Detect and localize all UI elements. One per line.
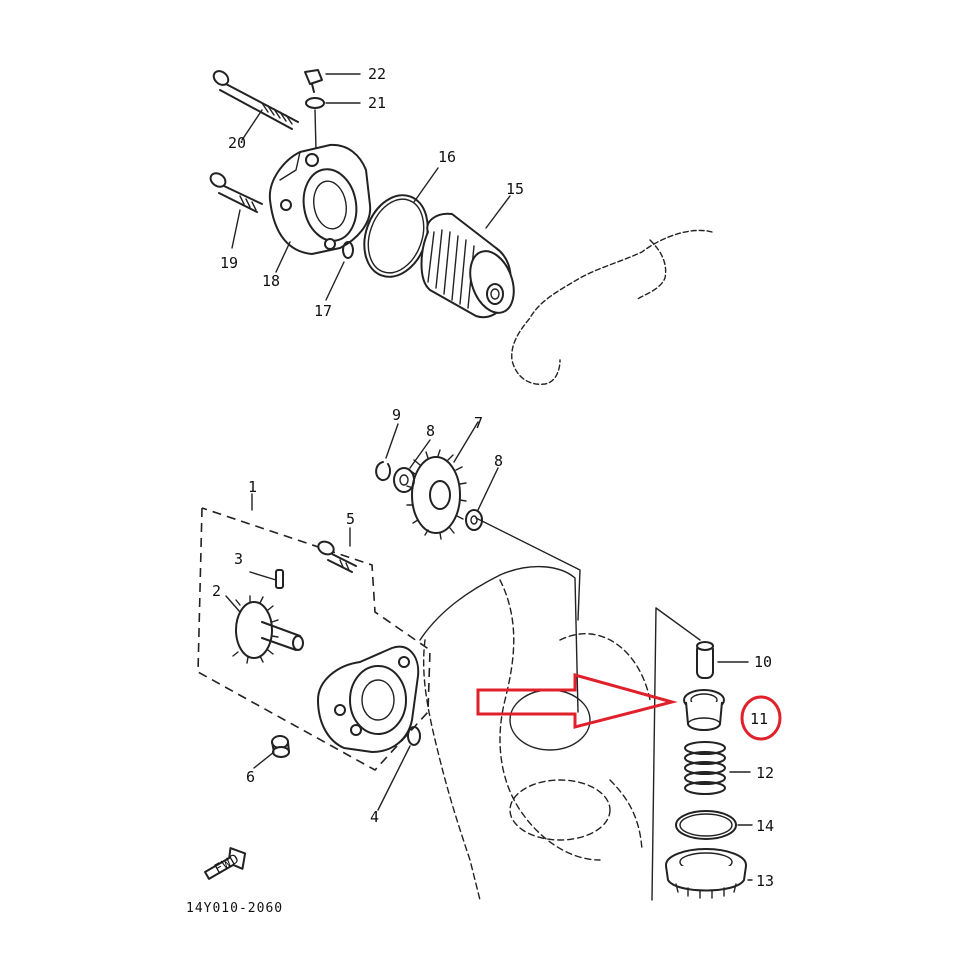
oil-filter-assembly: [209, 69, 713, 385]
leader-15: [485, 195, 511, 229]
label-part-8a: 8: [426, 422, 435, 440]
label-part-4: 4: [370, 808, 379, 826]
engine-case-outline-top-2: [635, 239, 667, 301]
label-part-10: 10: [754, 653, 772, 671]
leader-18: [275, 241, 291, 273]
plunger-10: [696, 641, 714, 679]
filter-cover-18: [268, 143, 372, 255]
forward-direction-badge: FWD: [204, 847, 247, 880]
o-ring-4: [407, 726, 421, 746]
oil-pump-assembly: FWD: [197, 421, 753, 901]
pump-body: [317, 645, 420, 753]
label-part-13: 13: [756, 872, 774, 890]
part-labels: 22 21 20 16 15 19 18 17 9 8 7 8 1 5 3 2 …: [186, 65, 774, 916]
valve-seat-11: [683, 689, 725, 731]
bolt-19: [209, 172, 263, 213]
label-part-22: 22: [368, 65, 386, 83]
gear-7: [406, 449, 467, 540]
plug-13: [665, 848, 747, 899]
label-part-5: 5: [346, 510, 355, 528]
washer-8-right: [465, 509, 483, 531]
label-part-7: 7: [474, 414, 483, 432]
gear-2: [232, 595, 304, 664]
highlight-annotation: [476, 673, 782, 741]
label-part-9: 9: [392, 406, 401, 424]
circlip-9: [375, 461, 391, 482]
label-part-1: 1: [248, 478, 257, 496]
drawing-code: 14Y010-2060: [186, 901, 283, 916]
leader-20: [241, 109, 263, 141]
label-part-18: 18: [262, 272, 280, 290]
washer-8-left: [393, 467, 415, 493]
leader-16: [413, 167, 439, 203]
pin-3: [275, 569, 284, 589]
label-part-17: 17: [314, 302, 332, 320]
label-part-11: 11: [750, 710, 768, 728]
crankcase-outline: [419, 565, 579, 713]
label-part-3: 3: [234, 550, 243, 568]
pump-assembly-boundary: [197, 507, 431, 772]
label-part-15: 15: [506, 180, 524, 198]
label-part-20: 20: [228, 134, 246, 152]
filter-element-15: [420, 212, 515, 319]
label-part-8b: 8: [494, 452, 503, 470]
bolt-22: [304, 69, 323, 93]
engine-case-outline-top: [511, 229, 713, 385]
label-part-19: 19: [220, 254, 238, 272]
red-arrow: [476, 673, 678, 729]
label-part-6: 6: [246, 768, 255, 786]
label-part-12: 12: [756, 764, 774, 782]
bolt-20: [212, 70, 299, 130]
spring-12: [684, 741, 726, 795]
label-part-2: 2: [212, 582, 221, 600]
o-ring-14: [675, 810, 737, 840]
bolt-6: [271, 735, 290, 758]
label-part-14: 14: [756, 817, 774, 835]
red-circle-part-11: [740, 695, 782, 741]
leader-19: [231, 209, 241, 249]
leader-17: [325, 261, 345, 301]
o-ring-17: [342, 241, 354, 259]
washer-21: [305, 97, 325, 109]
bolt-5: [317, 540, 357, 573]
label-part-21: 21: [368, 94, 386, 112]
label-part-16: 16: [438, 148, 456, 166]
